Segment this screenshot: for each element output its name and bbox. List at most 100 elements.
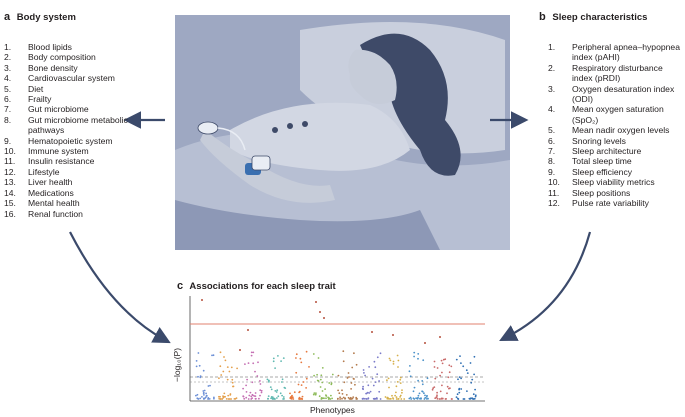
plot-point — [362, 369, 365, 371]
plot-point — [341, 389, 343, 392]
plot-point — [449, 387, 451, 390]
list-item-text: Snoring levels — [572, 135, 626, 146]
list-item-number: 6. — [548, 135, 556, 146]
plot-point — [255, 397, 257, 400]
plot-point — [274, 390, 277, 392]
plot-point — [361, 387, 364, 390]
body-system-item: 11.Insulin resistance — [4, 156, 144, 166]
plot-point — [392, 398, 395, 400]
plot-point — [316, 373, 318, 376]
plot-point — [206, 395, 208, 397]
list-item-number: 12. — [4, 166, 16, 177]
list-item-number: 2. — [4, 52, 12, 63]
plot-point — [374, 397, 377, 400]
body-system-item: 14.Medications — [4, 188, 144, 198]
plot-point — [417, 353, 420, 355]
plot-point — [351, 397, 354, 400]
plot-point — [433, 360, 436, 363]
plot-point — [242, 395, 245, 398]
plot-point — [331, 373, 334, 376]
plot-point — [459, 355, 461, 357]
plot-point — [293, 391, 296, 394]
plot-point — [300, 398, 303, 400]
plot-point — [392, 363, 395, 365]
plot-point — [313, 374, 315, 377]
plot-point — [376, 373, 379, 376]
plot-point — [397, 366, 399, 368]
plot-point — [473, 397, 476, 400]
sleep-characteristic-item: 10.Sleep viability metrics — [548, 177, 680, 187]
plot-point — [269, 386, 272, 388]
plot-point — [465, 369, 468, 372]
plot-point — [320, 398, 323, 400]
plot-point — [224, 359, 227, 362]
plot-point — [219, 351, 222, 354]
plot-point — [350, 382, 353, 384]
plot-point — [460, 377, 462, 380]
plot-point — [252, 351, 255, 354]
plot-point — [345, 394, 348, 396]
plot-point — [225, 398, 228, 400]
plot-point — [473, 355, 476, 358]
plot-point — [384, 396, 387, 398]
plot-point — [317, 380, 320, 382]
list-item-number: 10. — [548, 177, 560, 188]
plot-point-significant — [392, 334, 394, 336]
plot-point — [353, 352, 355, 355]
plot-point — [342, 396, 345, 399]
sleep-characteristic-item: 4.Mean oxygen saturation (SpO₂) — [548, 104, 680, 125]
list-item-text: Peripheral apnea–hypopnea index (pAHI) — [572, 42, 680, 63]
plot-point — [413, 351, 416, 354]
plot-point — [415, 397, 417, 400]
plot-point — [339, 398, 341, 400]
plot-point — [409, 396, 412, 399]
plot-point — [470, 381, 473, 384]
plot-point — [436, 394, 438, 397]
plot-point — [408, 397, 411, 400]
plot-point — [421, 390, 423, 393]
plot-point — [312, 353, 315, 355]
body-system-item: 8.Gut microbiome metabolic pathways — [4, 115, 144, 136]
plot-point — [417, 357, 419, 360]
plot-point — [368, 366, 370, 368]
plot-point — [195, 394, 197, 397]
plot-point — [395, 396, 398, 398]
plot-point — [229, 393, 232, 395]
body-system-item: 4.Cardiovascular system — [4, 73, 144, 83]
plot-point — [199, 376, 202, 379]
plot-point — [250, 354, 253, 357]
plot-point — [433, 386, 436, 388]
body-system-item: 7.Gut microbiome — [4, 104, 144, 114]
plot-point — [399, 376, 402, 379]
list-item-number: 3. — [4, 62, 12, 73]
list-item-text: Hematopoietic system — [28, 135, 113, 146]
list-item-text: Mean nadir oxygen levels — [572, 125, 670, 136]
plot-point — [378, 390, 381, 393]
plot-point — [457, 378, 459, 381]
plot-point — [245, 391, 248, 393]
plot-point — [281, 381, 283, 383]
plot-point — [347, 396, 350, 399]
plot-point-significant — [201, 299, 203, 301]
list-item-text: Diet — [28, 83, 44, 94]
sleep-characteristic-item: 2.Respiratory disturbance index (pRDI) — [548, 63, 680, 84]
plot-point — [363, 372, 365, 374]
list-item-number: 4. — [4, 73, 12, 84]
plot-point — [337, 374, 340, 377]
plot-point — [365, 392, 367, 395]
plot-point — [362, 385, 364, 388]
panel-a-title: a Body system — [4, 11, 76, 23]
plot-point — [256, 375, 259, 377]
plot-point — [196, 397, 199, 400]
body-system-item: 10.Immune system — [4, 146, 144, 156]
sleep-characteristic-item: 5.Mean nadir oxygen levels — [548, 125, 680, 135]
plot-point — [468, 397, 471, 400]
plot-point — [431, 388, 434, 391]
plot-point — [433, 366, 436, 368]
plot-point — [392, 360, 395, 363]
list-item-text: Lifestyle — [28, 166, 60, 177]
sleep-characteristics-list: 1.Peripheral apnea–hypopnea index (pAHI)… — [548, 42, 680, 209]
plot-point — [198, 364, 201, 367]
